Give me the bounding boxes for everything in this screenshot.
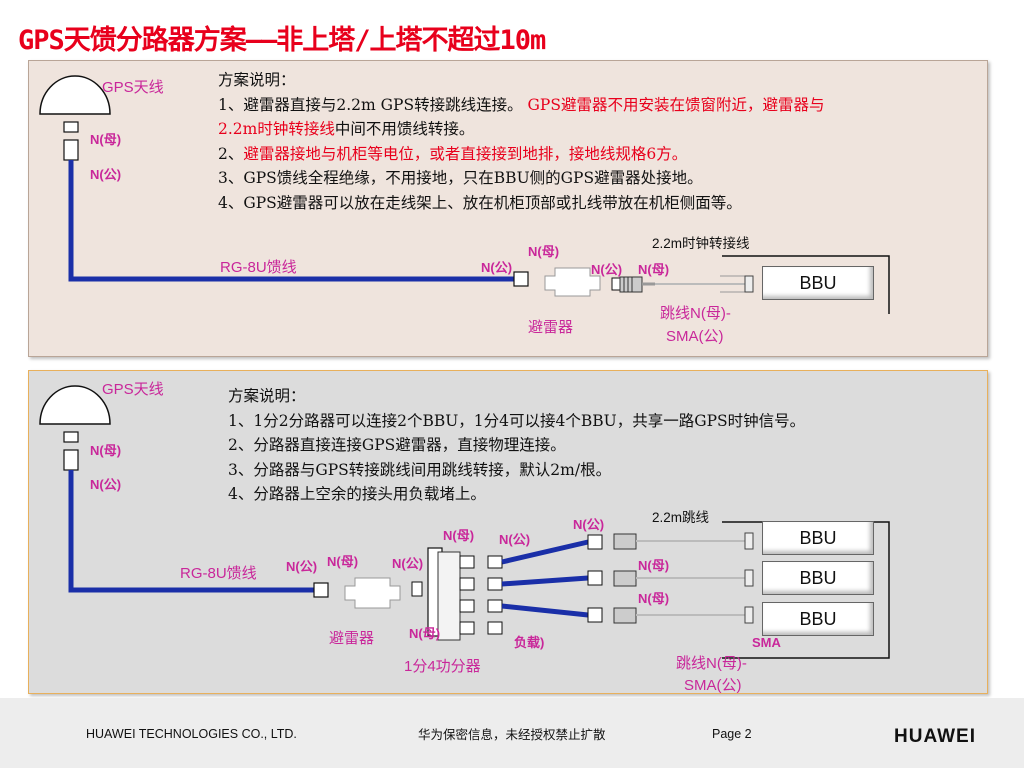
clock-jumper-label: 2.2m时钟转接线: [652, 236, 750, 251]
gps-antenna-label: GPS天线: [102, 79, 164, 96]
brand-name: HUAWEI: [894, 726, 976, 747]
arrester-n-male-left-label: N(公): [481, 260, 513, 275]
slide-footer: HUAWEI TECHNOLOGIES CO., LTD. 华为保密信息，未经授…: [0, 698, 1024, 768]
bbu-unit: BBU: [762, 266, 874, 300]
arrester-n-male-label-2: N(公): [392, 556, 424, 571]
desc-line1-a: 1、避雷器直接与2.2m GPS转接跳线连接。: [218, 95, 523, 114]
desc-line2-a: 2、: [218, 144, 244, 163]
jumper-2m-label: 2.2m跳线: [652, 510, 710, 525]
desc-line1-c: 2.2m时钟转接线: [218, 120, 335, 138]
n-male-label-2: N(公): [90, 477, 122, 492]
gps-antenna-label-2: GPS天线: [102, 381, 164, 398]
rg8u-feeder-cable-2: [68, 470, 314, 593]
splitter-n-female-label-2: N(母): [409, 626, 441, 641]
scheme-panel-non-tower: [28, 60, 988, 357]
arrester-n-female-label: N(母): [528, 244, 560, 259]
desc-line4: 4、GPS避雷器可以放在走线架上、放在机柜顶部或扎线带放在机柜侧面等。: [218, 193, 742, 212]
jumper-type-label-2-2: SMA(公): [684, 677, 742, 694]
bbu-unit-2: BBU: [762, 561, 874, 595]
feeder-cable-label-2: RG-8U馈线: [180, 565, 257, 582]
jumper-n-female-label-a: N(母): [638, 558, 670, 573]
desc2-line4: 4、分路器上空余的接头用负载堵上。: [228, 485, 486, 503]
jumper-n-female-label: N(母): [638, 262, 670, 277]
desc-line1-d: 中间不用馈线转接。: [334, 120, 475, 138]
desc-line1-b: GPS避雷器不用安装在馈窗附近，避雷器与: [527, 95, 825, 114]
n-connector: [513, 271, 529, 287]
jumper-n-male-label: N(公): [573, 517, 605, 532]
rg8u-feeder-cable: [68, 160, 514, 282]
description-heading: 方案说明：: [218, 71, 296, 89]
lightning-arrester-icon: [544, 267, 601, 297]
jumper-connector-icon-c: [613, 606, 754, 624]
scheme-description-2: 方案说明： 1、1分2分路器可以连接2个BBU，1分4可以接4个BBU，共享一路…: [228, 384, 805, 507]
jumper-type-label-1: 跳线N(母)-: [660, 305, 731, 322]
bbu-cabinet-outline: [722, 255, 890, 314]
desc2-line2: 2、分路器直接连接GPS避雷器，直接物理连接。: [228, 436, 566, 454]
arrester-n-male-right-label: N(公): [591, 262, 623, 277]
jumper-type-label-2-1: 跳线N(母)-: [676, 655, 747, 672]
desc2-line1: 1、1分2分路器可以连接2个BBU，1分4可以接4个BBU，共享一路GPS时钟信…: [228, 411, 806, 430]
splitter-label: 1分4功分器: [404, 658, 481, 675]
n-female-label: N(母): [90, 132, 122, 147]
bbu-unit-3: BBU: [762, 602, 874, 636]
load-label: 负载): [514, 635, 545, 650]
jumper-connector-icon-a: [613, 532, 754, 550]
scheme-description: 方案说明： 1、避雷器直接与2.2m GPS转接跳线连接。 GPS避雷器不用安装…: [218, 68, 824, 215]
gps-antenna-icon: [39, 75, 111, 161]
page-number: Page 2: [712, 727, 752, 741]
sma-label: SMA: [752, 635, 781, 650]
desc2-line3: 3、分路器与GPS转接跳线间用跳线转接，默认2m/根。: [228, 460, 612, 479]
slide-title: GPS天馈分路器方案——非上塔/上塔不超过10m: [18, 25, 546, 56]
desc-line2-b: 避雷器接地与机柜等电位，或者直接接到地排，接地线规格6方。: [243, 144, 688, 163]
jumper-n-female-label-b: N(母): [638, 591, 670, 606]
jumper-type-label-2: SMA(公): [666, 328, 724, 345]
company-name: HUAWEI TECHNOLOGIES CO., LTD.: [86, 727, 297, 741]
lightning-arrester-icon-2: [344, 577, 401, 609]
arrester-label: 避雷器: [528, 319, 574, 336]
confidential-notice: 华为保密信息，未经授权禁止扩散: [418, 728, 606, 742]
gps-antenna-icon-2: [39, 385, 111, 471]
bbu-unit-1: BBU: [762, 521, 874, 555]
desc-line3: 3、GPS馈线全程绝缘，不用接地，只在BBU侧的GPS避雷器处接地。: [218, 169, 703, 187]
description-heading-2: 方案说明：: [228, 387, 306, 405]
splitter-n-female-label: N(母): [443, 528, 475, 543]
feeder-n-male-label: N(公): [286, 559, 318, 574]
arrester-label-2: 避雷器: [329, 630, 375, 647]
n-male-label: N(公): [90, 167, 122, 182]
power-splitter-icon: [427, 547, 475, 641]
jumper-connector-icon-b: [613, 569, 754, 587]
arrester-n-female-label-2: N(母): [327, 554, 359, 569]
jumper-connector-icon: [619, 275, 754, 293]
feeder-cable-label: RG-8U馈线: [220, 259, 297, 276]
n-female-label-2: N(母): [90, 443, 122, 458]
splitter-n-male-label: N(公): [499, 532, 531, 547]
